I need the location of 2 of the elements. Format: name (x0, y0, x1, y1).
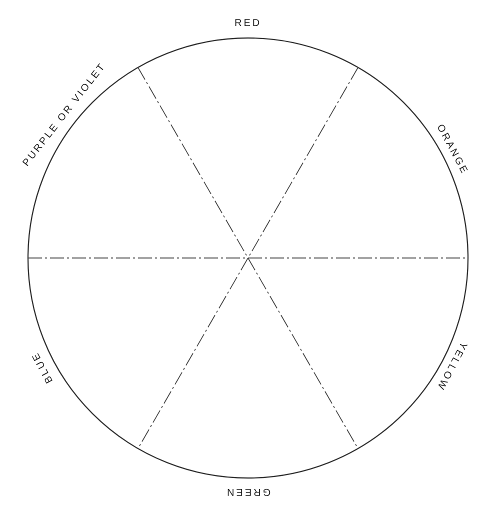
color-label: RED (234, 18, 262, 30)
color-label: GREEN (225, 485, 271, 497)
